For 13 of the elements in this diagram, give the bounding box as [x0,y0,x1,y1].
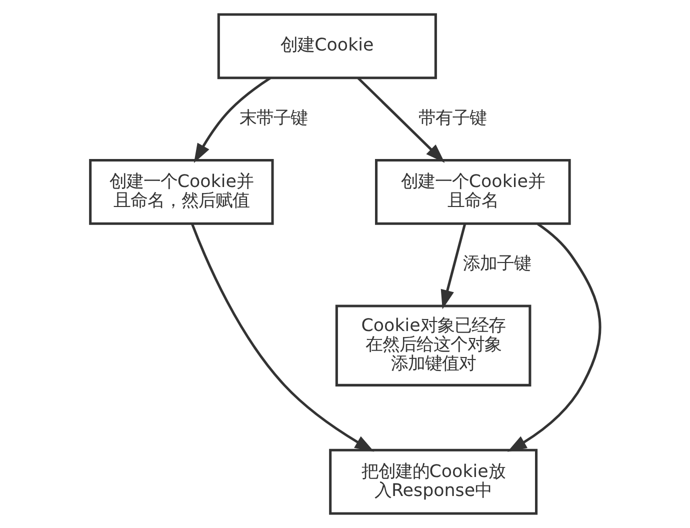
edge-label: 带有子键 [418,108,486,128]
arrow [506,222,601,452]
edge-label: 添加子键 [462,254,531,274]
arrow [356,77,444,163]
node-box: 创建一个Cookie并且命名 [374,158,570,225]
node-box: 把创建的Cookie放入Response中 [328,448,538,515]
arrow [193,77,270,163]
arrow [190,223,374,452]
node-box: 创建一个Cookie并且命名，然后赋值 [88,158,274,225]
arrow [440,224,466,310]
node-box: Cookie对象已经存在然后给这个对象添加键值对 [334,304,531,386]
node-box: 创建Cookie [216,13,436,80]
edge-label: 末带子键 [239,108,308,128]
